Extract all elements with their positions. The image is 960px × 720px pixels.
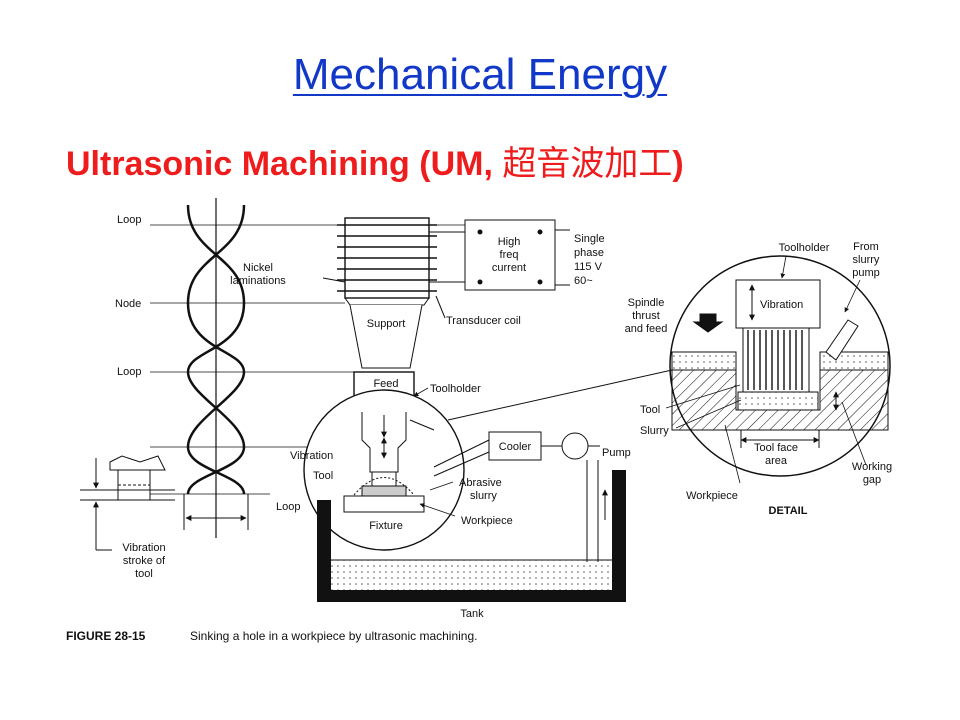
label-stroke-3: tool (135, 568, 153, 580)
label-nickel: Nickel (243, 262, 273, 274)
label-current: current (492, 262, 526, 274)
figure-caption: FIGURE 28-15 Sinking a hole in a workpie… (66, 629, 478, 643)
label-from-slurry: slurry (853, 254, 880, 266)
machining-head (303, 389, 465, 551)
label-support: Support (367, 318, 406, 330)
label-abrasive: Abrasive (459, 477, 502, 489)
label-loop-bottom: Loop (276, 501, 300, 513)
label-tank: Tank (460, 608, 484, 620)
label-vibration: Vibration (290, 450, 333, 462)
label-area: area (765, 455, 788, 467)
label-single: Single (574, 233, 605, 245)
label-high: High (498, 236, 521, 248)
label-workpiece: Workpiece (461, 515, 513, 527)
slide-subtitle: Ultrasonic Machining (UM, 超音波加工) (66, 136, 684, 185)
label-detail-tool: Tool (640, 404, 660, 416)
label-thrust: thrust (632, 310, 660, 322)
label-spindle: Spindle (628, 297, 665, 309)
label-detail: DETAIL (769, 505, 808, 517)
label-node: Node (115, 298, 141, 310)
label-loop-top: Loop (117, 214, 141, 226)
label-detail-vibration: Vibration (760, 299, 803, 311)
label-stroke-2: stroke of (123, 555, 166, 567)
detail-view (447, 255, 891, 477)
subtitle-cjk: 超音波加工 (502, 144, 673, 184)
label-transducer-coil: Transducer coil (446, 315, 521, 327)
subtitle-end: ) (672, 145, 684, 183)
label-pump: Pump (602, 447, 631, 459)
vibration-stroke-tool (80, 455, 175, 551)
label-from-pump: pump (852, 267, 880, 279)
label-and-feed: and feed (625, 323, 668, 335)
subtitle-text: Ultrasonic Machining (UM, (66, 145, 503, 183)
label-laminations: laminations (230, 275, 286, 287)
label-gap: gap (863, 474, 881, 486)
label-detail-toolholder: Toolholder (779, 242, 830, 254)
label-voltage: 115 V (574, 261, 603, 273)
label-tool: Tool (313, 470, 333, 482)
leader-lines (413, 255, 867, 517)
figure-labels: Loop Nickel laminations Node Loop Vibrat… (115, 214, 892, 620)
label-from: From (853, 241, 879, 253)
label-slurry: slurry (470, 490, 497, 502)
label-cooler: Cooler (499, 441, 532, 453)
label-detail-slurry: Slurry (640, 425, 669, 437)
caption-text: Sinking a hole in a workpiece by ultraso… (190, 629, 478, 643)
label-feed: Feed (373, 378, 398, 390)
label-loop-mid: Loop (117, 366, 141, 378)
label-toolholder: Toolholder (430, 383, 481, 395)
label-detail-workpiece: Workpiece (686, 490, 738, 502)
slide-title: Mechanical Energy (292, 50, 668, 99)
label-tool-face: Tool face (754, 442, 798, 454)
tank (317, 470, 626, 602)
label-frequency: 60~ (574, 275, 593, 287)
caption-number: FIGURE 28-15 (66, 629, 146, 643)
label-working: Working (852, 461, 892, 473)
cooler-pump (433, 431, 608, 562)
label-fixture: Fixture (369, 520, 403, 532)
label-freq: freq (500, 249, 519, 261)
label-phase: phase (574, 247, 604, 259)
label-stroke-1: Vibration (122, 542, 165, 554)
